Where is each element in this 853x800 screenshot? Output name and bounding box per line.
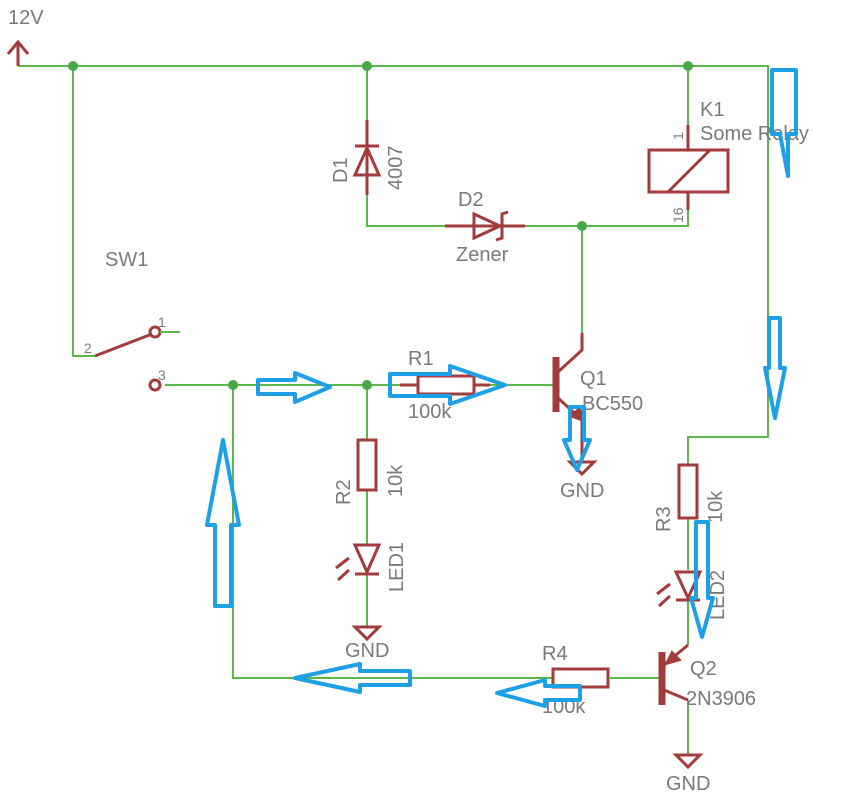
q1-value: BC550 bbox=[582, 393, 643, 415]
junction-dot bbox=[362, 380, 372, 390]
led1-name: LED1 bbox=[386, 542, 408, 592]
left-arrow-icon bbox=[495, 678, 582, 708]
led2-light-rays bbox=[656, 582, 672, 608]
junction-dot bbox=[577, 221, 587, 231]
transistor-q2: Q2 2N3906 bbox=[658, 643, 756, 710]
r2-value: 10k bbox=[385, 464, 407, 497]
q2-collector bbox=[663, 688, 689, 702]
supply-arrow-symbol bbox=[6, 39, 30, 66]
led1-light-rays bbox=[335, 556, 351, 582]
resistor-r4: R4 100k bbox=[542, 643, 610, 718]
r1-body bbox=[416, 374, 476, 396]
r3-body bbox=[677, 463, 699, 520]
gnd-label: GND bbox=[560, 480, 604, 502]
switch-pin-2: 2 bbox=[84, 340, 92, 356]
q1-collector bbox=[556, 333, 584, 374]
d1-name: D1 bbox=[330, 157, 352, 183]
q1-name: Q1 bbox=[580, 368, 607, 390]
ground-q1: GND bbox=[560, 460, 604, 502]
junction-dot bbox=[683, 61, 693, 71]
supply-12v: 12V bbox=[6, 7, 44, 66]
gnd-label: GND bbox=[345, 640, 389, 662]
right-arrow-icon bbox=[388, 364, 507, 406]
wire-r4-feedback bbox=[232, 385, 553, 679]
q2-emitter-arrow bbox=[664, 650, 682, 666]
switch-contact-3 bbox=[148, 378, 162, 392]
switch-lever bbox=[94, 332, 153, 358]
up-arrow-icon bbox=[205, 438, 241, 608]
led1-triangle bbox=[352, 543, 382, 576]
d2-triangle bbox=[472, 211, 504, 241]
gnd-symbol bbox=[351, 625, 383, 642]
relay-pin-bottom: 16 bbox=[670, 207, 686, 223]
wire-d1-bottom bbox=[366, 195, 445, 227]
led-led1: LED1 bbox=[335, 542, 408, 592]
ground-q2: GND bbox=[666, 753, 710, 795]
wire-d2-right bbox=[525, 210, 689, 227]
q2-value: 2N3906 bbox=[686, 688, 756, 710]
d1-value: 4007 bbox=[385, 146, 407, 191]
r1-name: R1 bbox=[408, 348, 434, 370]
relay-pin-top: 1 bbox=[670, 132, 686, 140]
supply-label: 12V bbox=[8, 7, 44, 29]
junction-dot bbox=[362, 61, 372, 71]
switch-sw1: SW1 1 2 3 bbox=[84, 249, 180, 392]
resistor-r3: R3 10k bbox=[653, 463, 727, 532]
switch-pin-3: 3 bbox=[158, 367, 166, 383]
gnd-label: GND bbox=[666, 773, 710, 795]
d2-name: D2 bbox=[458, 189, 484, 211]
right-arrow-icon bbox=[256, 371, 332, 404]
r3-value: 10k bbox=[705, 490, 727, 523]
switch-pin-1: 1 bbox=[158, 314, 166, 330]
resistor-r1: R1 100k bbox=[400, 348, 490, 423]
led-led2: LED2 bbox=[656, 570, 729, 620]
down-arrow-icon bbox=[562, 405, 592, 472]
d1-triangle bbox=[352, 144, 382, 177]
d2-value: Zener bbox=[456, 244, 509, 266]
wire-to-switch bbox=[72, 66, 95, 357]
resistor-r2: R2 10k bbox=[333, 438, 407, 505]
junction-dot bbox=[228, 380, 238, 390]
r4-name: R4 bbox=[542, 643, 568, 665]
r1-value: 100k bbox=[408, 401, 452, 423]
ground-led1: GND bbox=[345, 625, 389, 662]
d2-cathode-bar bbox=[495, 210, 509, 242]
relay-coil-diagonal bbox=[666, 148, 712, 194]
left-arrow-icon bbox=[293, 662, 412, 694]
current-flow-arrows bbox=[205, 68, 798, 708]
wire-12v-right bbox=[687, 65, 769, 465]
zener-d2: D2 Zener bbox=[445, 189, 525, 266]
gnd-symbol bbox=[672, 753, 704, 770]
led2-name: LED2 bbox=[707, 570, 729, 620]
r3-name: R3 bbox=[653, 506, 675, 532]
down-arrow-icon bbox=[770, 68, 798, 178]
down-arrow-icon bbox=[763, 316, 787, 420]
relay-name: K1 bbox=[700, 99, 724, 121]
junctions bbox=[68, 61, 693, 390]
switch-label: SW1 bbox=[105, 249, 148, 271]
down-arrow-icon bbox=[689, 520, 715, 639]
transistor-q1: Q1 BC550 bbox=[552, 333, 643, 462]
r2-name: R2 bbox=[333, 479, 355, 505]
junction-dot bbox=[68, 61, 78, 71]
wires bbox=[18, 65, 769, 755]
q2-name: Q2 bbox=[690, 658, 717, 680]
r2-body bbox=[356, 438, 378, 492]
diode-d1: D1 4007 bbox=[330, 120, 407, 195]
